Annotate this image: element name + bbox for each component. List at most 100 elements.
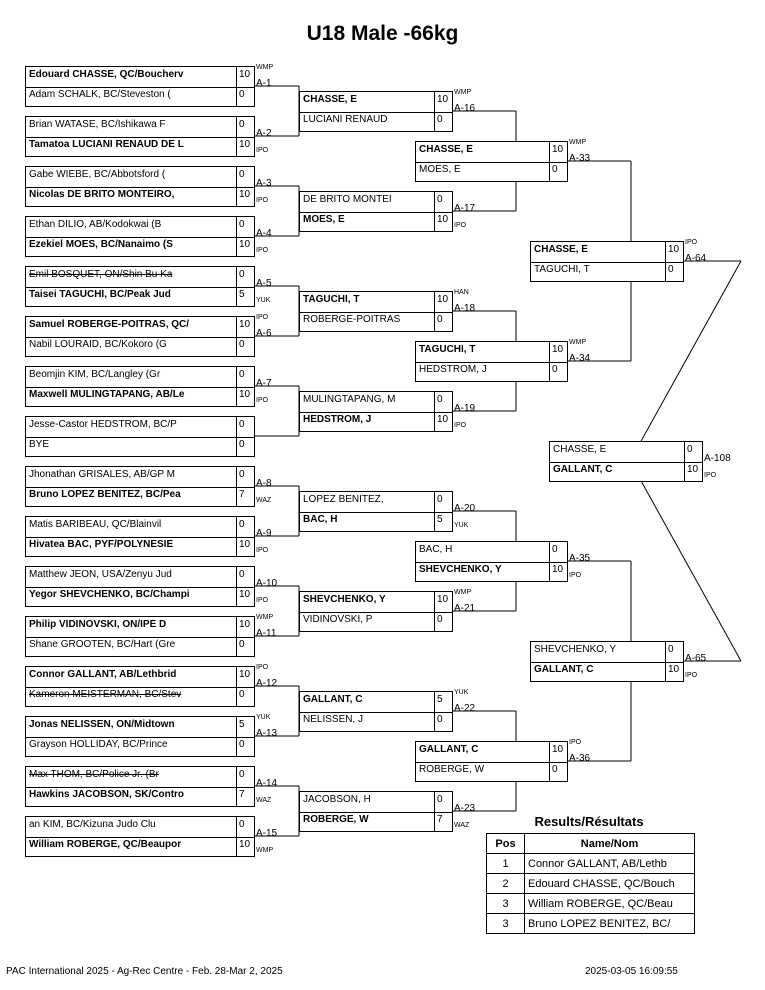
competitor-score: 7 (434, 812, 452, 832)
competitor-name: Jonas NELISSEN, ON/Midtown (29, 719, 175, 730)
competitor-name: SHEVCHENKO, Y (419, 564, 502, 575)
competitor-name: William ROBERGE, QC/Beaupor (29, 839, 182, 850)
match-number: A-7 (256, 378, 272, 389)
competitor-score: 5 (434, 512, 452, 532)
competitor-score: 5 (236, 287, 254, 307)
competitor-name: JACOBSON, H (303, 794, 371, 805)
competitor-name: Ethan DILIO, AB/Kodokwai (B (29, 219, 162, 230)
competitor-name: BAC, H (303, 514, 338, 525)
competitor-score: 0 (434, 312, 452, 332)
competitor-name: Edouard CHASSE, QC/Boucherv (29, 69, 184, 80)
match-number: A-22 (454, 703, 476, 714)
match-number: A-11 (256, 628, 277, 639)
result-pos: 2 (486, 873, 525, 894)
match-number: A-9 (256, 528, 272, 539)
result-name: William ROBERGE, QC/Beau (524, 893, 695, 914)
win-type: IPO (454, 222, 467, 229)
competitor-name: Jhonathan GRISALES, AB/GP M (29, 469, 176, 480)
win-type: IPO (704, 472, 717, 479)
match-number: A-14 (256, 778, 278, 789)
competitor-name: DE BRITO MONTEI (303, 194, 392, 205)
win-type: YUK (454, 522, 469, 529)
competitor-name: Gabe WIEBE, BC/Abbotsford ( (29, 169, 166, 180)
win-type: IPO (256, 597, 269, 604)
win-type: IPO (685, 239, 698, 246)
competitor-score: 0 (236, 267, 254, 287)
win-type: IPO (454, 422, 467, 429)
competitor-name: HEDSTROM, J (303, 414, 372, 425)
competitor-score: 10 (236, 837, 254, 857)
match-number: A-10 (256, 578, 278, 589)
match-number: A-34 (569, 353, 591, 364)
competitor-row: BAC, H 0 (416, 542, 567, 563)
competitor-score: 0 (236, 467, 254, 487)
competitor-name: Jesse-Castor HEDSTROM, BC/P (29, 419, 177, 430)
footer-timestamp: 2025-03-05 16:09:55 (585, 966, 678, 977)
win-type: IPO (256, 397, 269, 404)
competitor-name: Nicolas DE BRITO MONTEIRO, (29, 189, 175, 200)
competitor-name: Maxwell MULINGTAPANG, AB/Le (29, 389, 185, 400)
competitor-score: 10 (236, 317, 254, 337)
competitor-name: Hivatea BAC, PYF/POLYNESIE (29, 539, 174, 550)
competitor-score: 0 (236, 737, 254, 757)
competitor-score: 10 (236, 137, 254, 157)
competitor-name: GALLANT, C (419, 744, 479, 755)
match-number: A-4 (256, 228, 272, 239)
competitor-name: Hawkins JACOBSON, SK/Contro (29, 789, 185, 800)
competitor-score: 10 (236, 617, 254, 637)
page-title: U18 Male -66kg (306, 22, 459, 45)
competitor-score: 0 (236, 767, 254, 787)
match-number: A-12 (256, 678, 278, 689)
competitor-name: Samuel ROBERGE-POITRAS, QC/ (29, 319, 190, 330)
competitor-score: 7 (236, 787, 254, 807)
competitor-name: NELISSEN, J (303, 714, 364, 725)
competitor-score: 10 (434, 212, 452, 232)
competitor-row: NELISSEN, J 0 (300, 712, 452, 732)
match-number: A-19 (454, 403, 476, 414)
match-number: A-3 (256, 178, 272, 189)
competitor-score: 0 (434, 712, 452, 732)
win-type: YUK (256, 297, 271, 304)
competitor-score: 0 (665, 262, 683, 282)
competitor-score: 7 (236, 487, 254, 507)
competitor-row: Adam SCHALK, BC/Steveston (0 (26, 87, 254, 107)
competitor-score: 10 (434, 292, 452, 312)
competitor-score: 0 (549, 542, 567, 562)
match-number: A-65 (685, 653, 707, 664)
competitor-score: 10 (549, 742, 567, 762)
win-type: WMP (256, 614, 274, 621)
competitor-score: 0 (236, 117, 254, 137)
competitor-score: 10 (549, 342, 567, 362)
win-type: WMP (256, 847, 274, 854)
competitor-row: Max THOM, BC/Police Jr. (Br 0 (26, 767, 254, 788)
competitor-name: BAC, H (419, 544, 453, 555)
competitor-row: GALLANT, C 10 (416, 742, 567, 763)
competitor-score: 10 (236, 537, 254, 557)
competitor-score: 10 (665, 242, 683, 262)
competitor-row: LOPEZ BENITEZ,0 (300, 492, 452, 513)
competitor-name: Max THOM, BC/Police Jr. (Br (29, 769, 159, 780)
results-header-row: Pos Name/Nom (486, 833, 695, 854)
